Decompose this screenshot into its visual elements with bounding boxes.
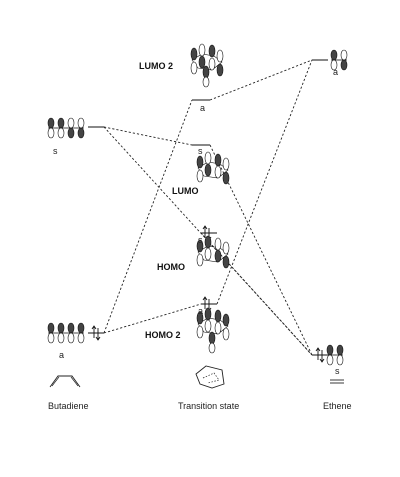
label-homo2: HOMO 2 (145, 330, 181, 340)
ts-lumo-symmetry: s (198, 146, 203, 156)
butadiene-homo-orbital (47, 117, 85, 139)
ethene-structure (330, 379, 344, 384)
corr-lumo2-to-ethene-a (209, 59, 313, 101)
ethene-homo-orbital (326, 344, 344, 366)
ts-lumo2-symmetry: a (200, 103, 205, 113)
transition-state-structure (195, 365, 225, 389)
butadiene-structure (49, 375, 81, 388)
ts-homo-symmetry: s (198, 235, 203, 245)
butadiene-homo-symmetry: s (53, 146, 58, 156)
butadiene-lumo-orbital (47, 322, 85, 344)
ethene-lumo-orbital (330, 49, 348, 71)
corr-homo2-to-ethene-a (216, 59, 313, 305)
ts-homo-orbital (196, 235, 230, 269)
ts-lumo-orbital (196, 151, 230, 185)
caption-transition-state: Transition state (178, 401, 239, 411)
corr-bd-a-to-homo2 (103, 303, 202, 334)
label-homo: HOMO (157, 262, 185, 272)
ts-homo2-orbital (196, 307, 230, 354)
caption-ethene: Ethene (323, 401, 352, 411)
corr-bd-a-to-lumo2 (103, 99, 193, 334)
label-lumo2: LUMO 2 (139, 61, 173, 71)
butadiene-lumo-symmetry: a (59, 350, 64, 360)
ethene-homo-electron-arrows (315, 347, 325, 363)
caption-butadiene: Butadiene (48, 401, 89, 411)
label-lumo: LUMO (172, 186, 199, 196)
bd-lumo-electron-arrows (91, 325, 101, 341)
ethene-lumo-symmetry: a (333, 67, 338, 77)
ts-homo2-symmetry: a (198, 306, 203, 316)
ts-lumo2-orbital (190, 43, 224, 88)
ethene-homo-symmetry: s (335, 366, 340, 376)
